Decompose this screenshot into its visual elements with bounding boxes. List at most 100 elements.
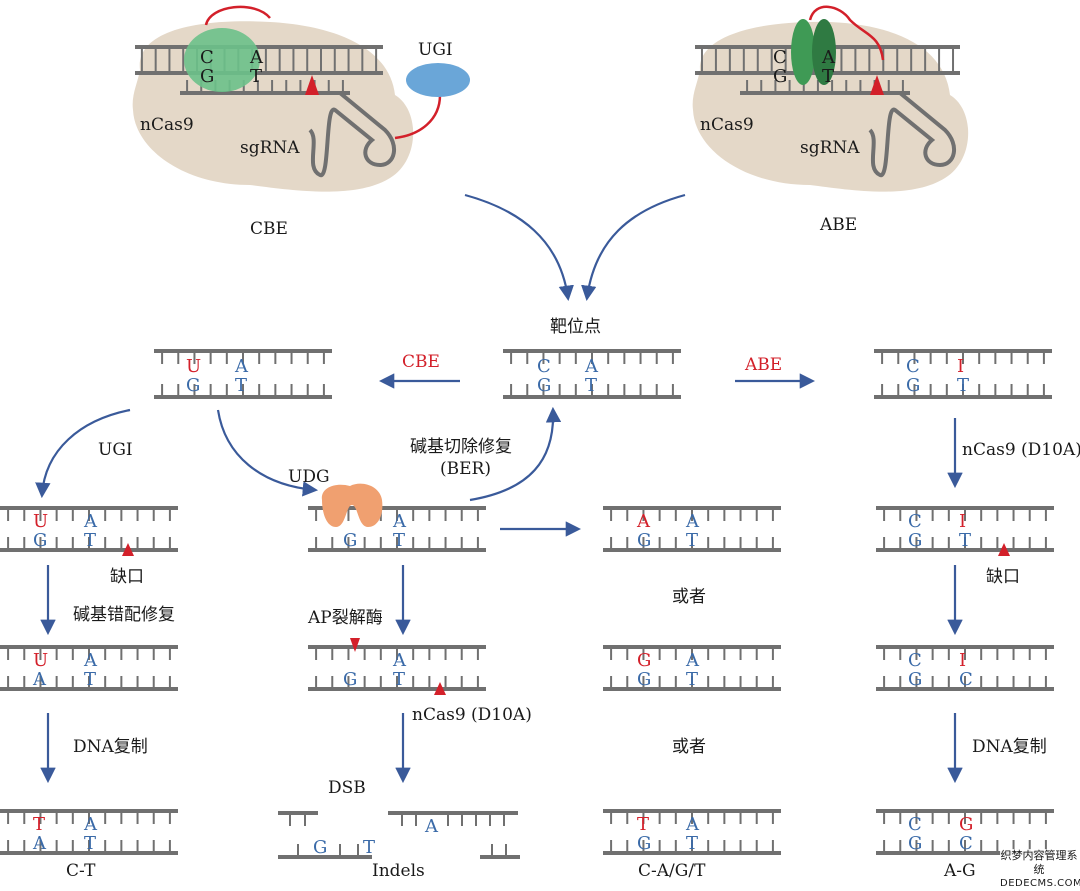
arrow-udg-branch xyxy=(216,409,319,497)
target-base-t: T xyxy=(585,375,597,396)
or-label-2: 或者 xyxy=(672,737,706,757)
broken-base-g: G xyxy=(313,837,327,858)
ap-lyase-label: AP裂解酶 xyxy=(307,608,383,628)
abe-product-base-i: I xyxy=(957,356,964,377)
abe-sgrna-label: sgRNA xyxy=(800,138,860,158)
abe-protein-body xyxy=(692,21,969,192)
middle-outcome-label: Indels xyxy=(372,861,425,879)
left-repaired-base-a: A xyxy=(83,650,98,671)
right-nick-label: 缺口 xyxy=(986,567,1020,587)
right-final-base-g: G xyxy=(959,814,973,835)
left-nicked-base-t: T xyxy=(84,530,96,551)
ap-nick-marker xyxy=(350,638,360,652)
abe-base-c: C xyxy=(773,47,787,68)
arrow-ber xyxy=(469,406,562,502)
left-nicked-base-g: G xyxy=(33,530,47,551)
ber-opt3-base-t2: T xyxy=(686,833,698,854)
ugi-label: UGI xyxy=(418,40,453,60)
middle-ncas9-label: nCas9 (D10A) xyxy=(412,705,532,725)
ber-opt2-base-g: G xyxy=(637,650,651,671)
mismatch-repair-label: 碱基错配修复 xyxy=(73,605,175,625)
cbe-title: CBE xyxy=(250,219,288,239)
ber-opt1-dna xyxy=(603,506,781,552)
right-nicked-base-g: G xyxy=(908,530,922,551)
ber-opt3-base-g: G xyxy=(637,833,651,854)
udg-label: UDG xyxy=(288,467,330,487)
middle-nicked-dna xyxy=(308,645,486,691)
left-outcome-label: C-T xyxy=(66,861,96,879)
dsb-label: DSB xyxy=(328,778,366,798)
broken-dna-left xyxy=(278,811,372,859)
target-base-a: A xyxy=(584,356,599,377)
right-repaired-base-i: I xyxy=(959,650,966,671)
abe-base-g: G xyxy=(773,66,787,87)
cbe-sgrna xyxy=(300,91,396,178)
ber-opt2-dna xyxy=(603,645,781,691)
udg-enzyme xyxy=(321,483,383,527)
cbe-base-t: T xyxy=(250,66,262,87)
ber-label-line2: (BER) xyxy=(440,459,491,479)
right-replication-label: DNA复制 xyxy=(972,737,1047,757)
ber-opt1-base-g: G xyxy=(637,530,651,551)
left-repaired-base-t: T xyxy=(84,669,96,690)
right-repaired-base-c2: C xyxy=(959,669,973,690)
ber-opt3-dna xyxy=(603,809,781,855)
abe-complex: C A G T nCas9 sgRNA ABE xyxy=(692,5,969,235)
right-nicked-base-t: T xyxy=(959,530,971,551)
adenine-deaminase-right xyxy=(812,19,836,85)
left-final-dna xyxy=(0,809,178,855)
cbe-product-dna xyxy=(154,349,332,399)
arrow-ugi-branch xyxy=(35,408,131,499)
ber-opt1-base-a2: A xyxy=(685,511,700,532)
left-repaired-base-a2: A xyxy=(32,669,47,690)
abe-sgrna xyxy=(860,91,956,178)
cbe-product-base-a: A xyxy=(234,356,249,377)
middle-ap-base-a: A xyxy=(392,511,407,532)
abe-title: ABE xyxy=(819,215,857,235)
cbe-ncas9-label: nCas9 xyxy=(140,115,194,135)
cbe-arrow-label: CBE xyxy=(402,352,440,372)
abe-product-dna xyxy=(874,349,1052,399)
left-repaired-base-u: U xyxy=(33,650,48,671)
arrow-cbe-to-target xyxy=(464,193,574,302)
left-final-base-a2: A xyxy=(32,833,47,854)
ugi-branch-label: UGI xyxy=(98,440,133,460)
cbe-product-base-g: G xyxy=(186,375,200,396)
cbe-product-base-t: T xyxy=(235,375,247,396)
abe-base-a: A xyxy=(821,47,836,68)
middle-nicked-base-a: A xyxy=(392,650,407,671)
right-nicked-base-i: I xyxy=(959,511,966,532)
cbe-product-base-u: U xyxy=(186,356,201,377)
right-final-base-g2: G xyxy=(908,833,922,854)
abe-base-t: T xyxy=(822,66,834,87)
abe-linker xyxy=(808,5,885,61)
ber-opt3-base-a: A xyxy=(685,814,700,835)
ber-opt2-base-g2: G xyxy=(637,669,651,690)
left-replication-label: DNA复制 xyxy=(73,737,148,757)
ber-opt1-base-a: A xyxy=(636,511,651,532)
abe-arrow-label: ABE xyxy=(744,355,782,375)
target-base-c: C xyxy=(537,356,551,377)
ber-opt3-base-t: T xyxy=(637,814,649,835)
left-nicked-base-a: A xyxy=(83,511,98,532)
cbe-nick-marker xyxy=(305,75,319,95)
broken-dna-right xyxy=(388,811,520,859)
ber-opt1-base-t: T xyxy=(686,530,698,551)
middle-ap-base-t: T xyxy=(393,530,405,551)
right-repaired-dna xyxy=(876,645,1054,691)
middle-ap-base-g: G xyxy=(343,530,357,551)
right-nick-marker xyxy=(998,543,1010,556)
watermark: 织梦内容管理系统 DEDECMS.COM xyxy=(1000,849,1080,889)
middle-nick-marker xyxy=(434,682,446,695)
abe-product-base-c: C xyxy=(906,356,920,377)
broken-base-t: T xyxy=(363,837,375,858)
cbe-complex: C A G T UGI nCas9 sgRNA CBE xyxy=(132,5,470,239)
cbe-base-c: C xyxy=(200,47,214,68)
cbe-base-a: A xyxy=(249,47,264,68)
middle-nicked-base-g: G xyxy=(343,669,357,690)
left-repaired-dna xyxy=(0,645,178,691)
ber-label-line1: 碱基切除修复 xyxy=(410,437,512,457)
right-nicked-base-c: C xyxy=(908,511,922,532)
ber-opt2-base-t: T xyxy=(686,669,698,690)
